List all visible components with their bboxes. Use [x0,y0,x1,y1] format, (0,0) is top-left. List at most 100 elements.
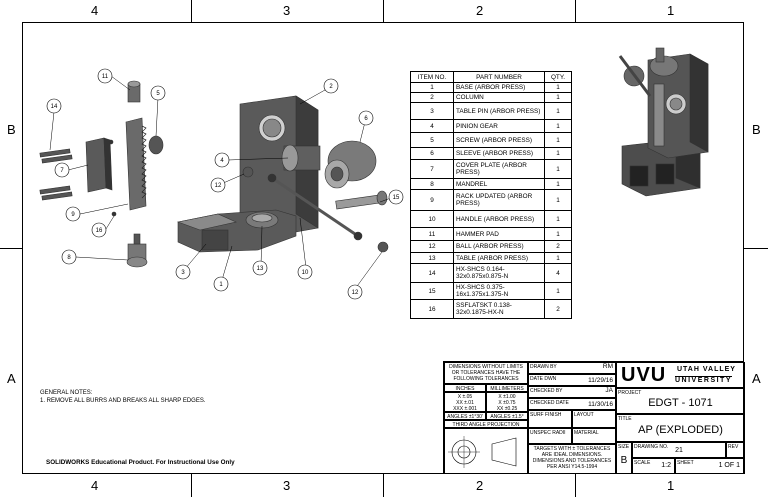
drawing-no-value: 21 [675,447,683,454]
checked-date-value: 11/30/16 [588,401,613,408]
balloon-label: 1 [219,282,223,288]
zone-bottom-1: 1 [667,478,675,493]
bom-part: RACK UPDATED (ARBOR PRESS) [453,189,545,211]
balloon-label: 14 [51,104,58,110]
bom-part: TABLE PIN (ARBOR PRESS) [453,102,545,120]
notes-line-1: 1. REMOVE ALL BURRS AND BREAKS ALL SHARP… [40,398,206,404]
bom-item: 4 [410,119,454,133]
bom-header-part: PART NUMBER [453,71,545,83]
inches-label: INCHES [444,384,486,392]
scale-cell: SCALE 1:2 [632,458,675,474]
bom-part: BASE (ARBOR PRESS) [453,82,545,93]
angles-inch: ANGLES ±1°30' [444,412,486,420]
bom-item: 11 [410,227,454,241]
zone-tick [575,0,576,22]
balloon-3 [175,264,191,280]
zone-tick [744,248,768,249]
mm-label: MILLIMETERS [486,384,528,392]
cover-plate-part [85,137,113,193]
title-label: TITLE [618,416,632,422]
balloon-label: 11 [102,74,109,80]
third-angle-projection-icon [448,436,517,468]
zone-tick [383,0,384,22]
mandrel-part [126,233,148,268]
bom-part: BALL (ARBOR PRESS) [453,240,545,253]
zone-bottom-3: 3 [283,478,291,493]
pinion-gear-part [281,144,321,172]
unspec-radii-label: UNSPEC RADII [528,428,572,444]
drawing-frame [22,22,744,474]
zone-left-B: B [7,122,16,137]
sheet-cell: SHEET 1 OF 1 [675,458,745,474]
drawing-no-cell: DRAWING NO. 21 [632,442,726,458]
bom-qty: 2 [544,240,572,253]
bolts-part [39,148,73,201]
balloon-label: 12 [215,183,222,189]
size-value: B [620,455,628,466]
zone-tick [191,474,192,497]
screw-part [335,190,388,210]
balloon-label: 8 [67,255,71,261]
layout-label: LAYOUT [572,410,616,428]
project-value: EDGT - 1071 [648,397,713,409]
bom-qty: 1 [544,189,572,211]
bom-part: HX-SHCS 0.375-16x1.375x1.375-N [453,282,545,300]
projection-symbol [444,428,528,474]
bom-item: 1 [410,82,454,93]
balloon-label: 3 [181,270,185,276]
size-cell: SIZE B [616,442,632,474]
zone-top-1: 1 [667,3,675,18]
material-label: MATERIAL [572,428,616,444]
drawing-no-label: DRAWING NO. [634,444,669,450]
sheet-label: SHEET [677,460,694,466]
balloon-2 [323,78,339,94]
mm-tolerances: X ±1.00 X ±0.75 XX ±0.25 [486,392,528,412]
balloon-8 [61,249,77,265]
checked-date-cell: CHECKED DATE 11/30/16 [528,398,616,410]
bom-part: PINION GEAR [453,119,545,133]
zone-tick [575,474,576,497]
bom-qty: 2 [544,299,572,319]
balloon-label: 13 [257,266,264,272]
inch-tolerances: X ±.05 XX ±.01 XXX ±.001 [444,392,486,412]
checked-date-label: CHECKED DATE [530,400,569,406]
bom-item: 15 [410,282,454,300]
tolerance-heading: DIMENSIONS WITHOUT LIMITS OR TOLERANCES … [444,362,528,384]
checked-by-label: CHECKED BY [530,388,563,394]
balloon-12 [210,177,226,193]
balloons [46,68,404,300]
bom-qty: 1 [544,159,572,179]
general-notes: GENERAL NOTES: 1. REMOVE ALL BURRS AND B… [40,389,206,405]
balloon-4 [214,152,230,168]
balloon-9 [65,206,81,222]
base-part [176,209,297,253]
date-dwn-label: DATE DWN [530,376,557,382]
balloon-label: 10 [302,270,309,276]
balloon-13 [252,260,268,276]
bom-item: 6 [410,147,454,160]
zone-top-2: 2 [476,3,484,18]
logo-line-1: UTAH VALLEY [677,366,736,373]
surf-finish-label: SURF FINISH [528,410,572,428]
bom-qty: 1 [544,147,572,160]
balloon-14 [46,98,62,114]
bom-qty: 1 [544,227,572,241]
rack-part [125,117,147,211]
balloon-16 [91,222,107,238]
bom-qty: 1 [544,210,572,228]
balloon-12b [347,284,363,300]
bom-item: 7 [410,159,454,179]
bom-item: 5 [410,132,454,148]
bom-qty: 1 [544,82,572,93]
